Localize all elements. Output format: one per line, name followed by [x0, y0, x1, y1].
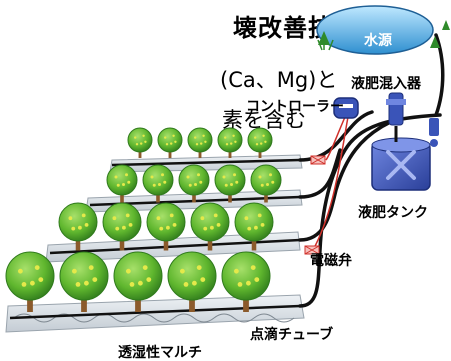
fertilizer-tank	[371, 126, 431, 191]
controller-device	[333, 97, 359, 119]
tree	[250, 164, 282, 203]
tree-rows	[5, 127, 282, 312]
solenoid-valve-label: 電磁弁	[310, 253, 352, 269]
tree	[106, 164, 138, 203]
tree	[5, 251, 55, 312]
tree	[217, 127, 243, 158]
water-source-label: 水源	[364, 33, 392, 49]
body-text-line-2: 素を含む	[222, 108, 306, 132]
tree	[102, 202, 142, 251]
tree	[190, 202, 230, 251]
solenoid-valves	[304, 155, 326, 255]
tree	[167, 251, 217, 312]
tree	[157, 127, 183, 158]
tree	[142, 164, 174, 203]
body-text-line-1: (Ca、Mg)と	[220, 68, 338, 92]
tree	[187, 127, 213, 158]
tree	[113, 251, 163, 312]
fertilizer-tank-label: 液肥タンク	[358, 205, 428, 221]
controller-wires	[311, 116, 349, 253]
fertilizer-mixer-label: 液肥混入器	[351, 76, 421, 92]
tree	[58, 202, 98, 251]
tree	[178, 164, 210, 203]
tree	[214, 164, 246, 203]
drip-tube-label: 点滴チューブ	[250, 327, 334, 343]
tree	[127, 127, 153, 158]
tree	[59, 251, 109, 312]
tree	[247, 127, 273, 158]
tree	[234, 202, 274, 251]
water-source-pond	[316, 5, 450, 55]
fertilizer-mixer	[386, 92, 439, 147]
tree	[146, 202, 186, 251]
tree	[221, 251, 271, 312]
controller-label: コントローラー	[246, 99, 344, 115]
main-pipe	[298, 33, 445, 308]
mulch-label: 透湿性マルチ	[118, 345, 202, 361]
